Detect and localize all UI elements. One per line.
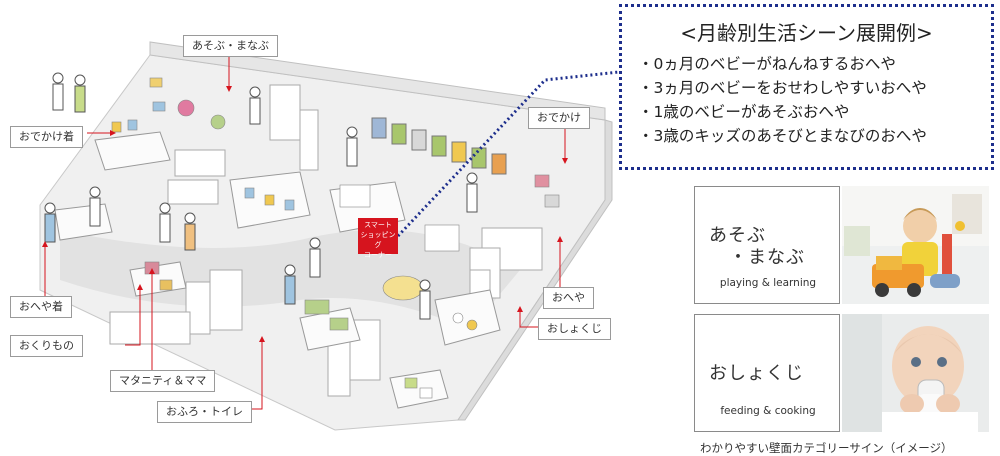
- stroller: [491, 153, 507, 175]
- stroller: [471, 147, 487, 169]
- table: [434, 289, 501, 346]
- shelf: [269, 84, 301, 141]
- card-title-line1: おしょくじ: [709, 363, 804, 384]
- smart-corner-line3: コーナー: [364, 251, 392, 259]
- person-figure: [74, 74, 86, 113]
- stroller: [431, 135, 447, 157]
- shelf: [299, 109, 319, 171]
- products: [111, 77, 560, 399]
- card-title-line1: あそぶ: [709, 225, 766, 246]
- ball: [177, 99, 195, 117]
- bath: [329, 317, 349, 331]
- baby-playing-photo: [842, 186, 989, 304]
- person-figure: [184, 212, 196, 251]
- people: [44, 72, 478, 320]
- sign-card-meals: おしょくじ feeding & cooking: [694, 314, 840, 432]
- person-figure: [346, 126, 358, 167]
- dish: [466, 319, 478, 331]
- callout-item: 0ヵ月のベビーがねんねするおへや: [638, 52, 991, 76]
- shirt: [127, 119, 138, 131]
- person-figure: [309, 237, 321, 278]
- label-gifts: おくりもの: [10, 335, 83, 357]
- sign-caption: わかりやすい壁面カテゴリーサイン（イメージ）: [700, 441, 953, 455]
- shelves: [109, 84, 543, 397]
- shirt: [284, 199, 295, 211]
- label-meals: おしょくじ: [538, 318, 611, 340]
- person-figure: [159, 202, 171, 243]
- callout-item: 1歳のベビーがあそぶおへや: [638, 100, 991, 124]
- shirt: [244, 187, 255, 199]
- label-outing-wear: おでかけ着: [10, 126, 83, 148]
- stroller: [391, 123, 407, 145]
- ball: [210, 114, 226, 130]
- smart-corner-line2: ショッピング: [360, 231, 396, 249]
- shelf: [167, 179, 219, 205]
- person-figure: [89, 186, 101, 227]
- callout-title: <月齢別生活シーン展開例>: [680, 21, 933, 45]
- dish: [452, 312, 464, 324]
- shirt: [111, 121, 122, 133]
- label-outing: おでかけ: [528, 107, 590, 129]
- leader-arrows: [42, 86, 568, 342]
- label-room: おへや: [543, 287, 594, 309]
- crib: [339, 184, 371, 208]
- stroller: [411, 129, 427, 151]
- label-room-wear: おへや着: [10, 296, 72, 318]
- shirt: [264, 194, 275, 206]
- seat: [544, 194, 560, 208]
- lifestyle-scene-callout: <月齢別生活シーン展開例> 0ヵ月のベビーがねんねするおへや 3ヵ月のベビーをお…: [619, 4, 994, 170]
- right-wall: [457, 119, 613, 421]
- table: [94, 131, 171, 171]
- potty: [404, 377, 418, 389]
- person-figure: [284, 264, 296, 305]
- stroller-row: [371, 117, 507, 175]
- person-figure: [419, 279, 431, 320]
- crib: [424, 224, 460, 252]
- callout-connector: [396, 70, 620, 238]
- table: [389, 369, 449, 409]
- bath: [304, 299, 330, 315]
- shelf: [109, 311, 191, 345]
- potty: [419, 387, 433, 399]
- shelf: [327, 337, 351, 397]
- callout-item: 3ヵ月のベビーをおせわしやすいおへや: [638, 76, 991, 100]
- seat: [534, 174, 550, 188]
- stroller: [451, 141, 467, 163]
- toy: [152, 101, 166, 112]
- baby-drinking-photo: [842, 314, 989, 432]
- label-maternity: マタニティ＆ママ: [110, 370, 216, 392]
- label-play-learn: あそぶ・まなぶ: [183, 35, 278, 57]
- playpen: [382, 275, 424, 301]
- person-figure: [52, 72, 64, 111]
- smart-shopping-corner-sign: スマート ショッピング コーナー: [358, 218, 398, 259]
- person-figure: [249, 86, 261, 125]
- sign-card-play-learn: あそぶ ・まなぶ playing & learning: [694, 186, 840, 304]
- toy: [149, 77, 163, 88]
- card-title-line2: ・まなぶ: [729, 247, 805, 268]
- back-wall: [149, 41, 606, 121]
- smart-corner-line1: スマート: [364, 221, 392, 229]
- shelf: [209, 269, 243, 331]
- callout-item: 3歳のキッズのあそびとまなびのおへや: [638, 124, 991, 148]
- card-subtitle: feeding & cooking: [720, 405, 816, 417]
- gift: [159, 279, 173, 291]
- stroller: [371, 117, 387, 139]
- label-bath-toilet: おふろ・トイレ: [157, 401, 252, 423]
- callout-list: 0ヵ月のベビーがねんねするおへや 3ヵ月のベビーをおせわしやすいおへや 1歳のベ…: [638, 52, 991, 148]
- shelf: [174, 149, 226, 177]
- card-subtitle: playing & learning: [719, 277, 817, 289]
- person-figure: [44, 202, 56, 243]
- person-figure: [466, 172, 478, 213]
